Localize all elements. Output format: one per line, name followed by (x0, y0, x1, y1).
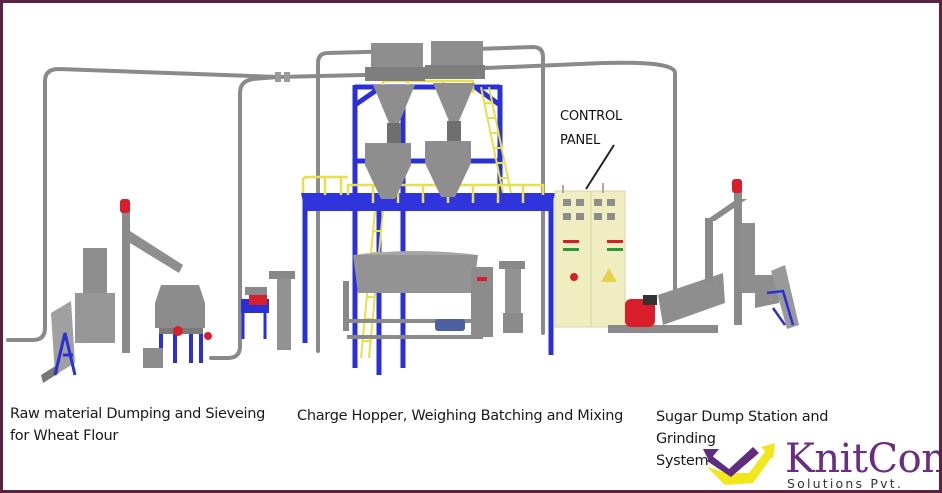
sugar-grinder (608, 199, 747, 333)
pipe-right-top (461, 60, 677, 317)
pipe-mid-loop (209, 75, 280, 360)
caption-raw-material-line1: Raw material Dumping and Sieveing (10, 406, 266, 422)
ribbon-mixer (343, 251, 493, 339)
caption-sugar-dump: Sugar Dump Station and Grinding System (656, 406, 886, 472)
dump-station-left (41, 248, 115, 383)
control-panel-pointer (585, 144, 615, 190)
control-panel-label-line1: CONTROL (560, 109, 623, 124)
blower-unit-left (241, 287, 269, 339)
safety-railing (301, 79, 545, 203)
caption-sugar-dump-line1: Sugar Dump Station and Grinding (656, 409, 829, 447)
logo-subtitle: Solutions Pvt. Ltd. (787, 476, 904, 491)
platform-deck (301, 193, 555, 211)
caption-sugar-dump-line2: System (656, 453, 709, 469)
cyclone-left (269, 271, 295, 350)
caption-charge-hopper-line1: Charge Hopper, Weighing Batching and Mix… (297, 408, 624, 424)
control-panel-label: CONTROL PANEL (560, 105, 622, 153)
charge-hopper-2 (425, 41, 485, 197)
bucket-elevator-left (120, 199, 183, 353)
dump-station-right (766, 265, 799, 329)
control-panel-cabinet (554, 183, 626, 328)
cyclone-mid (499, 261, 525, 333)
plant-illustration (6, 41, 799, 485)
pipe-left-loop (6, 66, 400, 342)
bucket-elevator-right (732, 179, 779, 325)
caption-raw-material-line2: for Wheat Flour (10, 428, 119, 444)
pipe-upper-right (473, 44, 545, 335)
caption-charge-hopper: Charge Hopper, Weighing Batching and Mix… (297, 405, 637, 427)
conveying-pipes (6, 44, 677, 360)
caption-raw-material: Raw material Dumping and Sieveing for Wh… (10, 403, 270, 447)
ladder-upper (480, 86, 512, 194)
pipe-coupling (275, 72, 290, 82)
sifter-machine (143, 285, 212, 368)
logo-swoosh-icon (703, 443, 775, 485)
logo-name: KnitCon (785, 436, 942, 482)
control-panel-label-line2: PANEL (560, 133, 601, 148)
charge-hopper-1 (365, 43, 425, 199)
pipe-upper-hopper (316, 49, 400, 353)
